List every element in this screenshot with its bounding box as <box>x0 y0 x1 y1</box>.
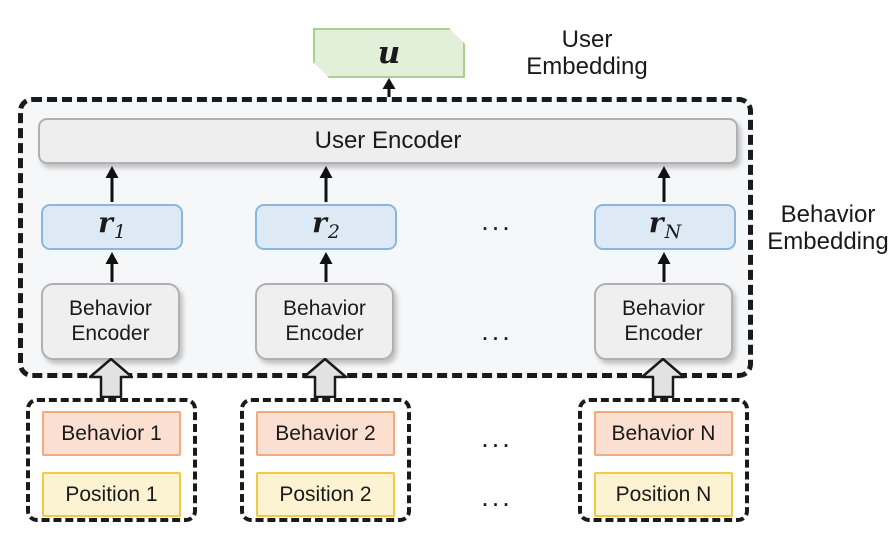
behavior-encoder-line2-1: Encoder <box>71 321 150 345</box>
behavior-embedding-subscript-2: 2 <box>327 221 340 243</box>
behavior-encoder-box-1: Behavior Encoder <box>41 283 180 360</box>
behavior-encoder-box-n: Behavior Encoder <box>594 283 733 360</box>
position-tag-label-n: Position N <box>615 482 712 506</box>
behavior-tag-2: Behavior 2 <box>256 411 395 456</box>
block-arrow-input-2 <box>303 358 347 398</box>
behavior-embedding-annotation: Behavior Embedding <box>767 201 889 255</box>
behavior-encoder-box-2: Behavior Encoder <box>255 283 394 360</box>
behavior-tag-label-n: Behavior N <box>611 421 716 445</box>
arrow-encoder1-to-r1 <box>101 252 123 282</box>
arrow-r2-to-user-encoder <box>315 166 337 202</box>
user-embedding-symbol: u <box>377 34 401 71</box>
behavior-encoder-line2-2: Encoder <box>285 321 364 345</box>
behavior-tag-1: Behavior 1 <box>42 411 181 456</box>
position-tag-2: Position 2 <box>256 472 395 517</box>
user-embedding-box: u <box>313 28 465 78</box>
behavior-embedding-symbol-n: r <box>648 206 664 239</box>
behavior-tag-n: Behavior N <box>594 411 733 456</box>
position-tag-1: Position 1 <box>42 472 181 517</box>
behavior-embedding-symbol-1: r <box>98 206 113 239</box>
input-group-2: Behavior 2 Position 2 <box>240 398 411 522</box>
behavior-embedding-subscript-1: 1 <box>113 221 126 243</box>
behavior-encoder-line1-2: Behavior <box>283 297 366 321</box>
behavior-tag-label-1: Behavior 1 <box>61 421 162 445</box>
position-tag-label-2: Position 2 <box>279 482 372 506</box>
arrow-encodern-to-rn <box>653 252 675 282</box>
arrow-rn-to-user-encoder <box>653 166 675 202</box>
behavior-encoder-line2-n: Encoder <box>624 321 703 345</box>
ellipsis-embedding-row: ... <box>481 206 513 236</box>
position-tag-label-1: Position 1 <box>65 482 158 506</box>
ellipsis-input-position-row: ... <box>481 482 513 512</box>
behavior-encoder-line1-1: Behavior <box>69 297 152 321</box>
user-embedding-annotation: User Embedding <box>526 26 648 80</box>
user-encoder-label: User Encoder <box>314 127 462 154</box>
behavior-encoder-line1-n: Behavior <box>622 297 705 321</box>
block-arrow-input-1 <box>89 358 133 398</box>
input-group-1: Behavior 1 Position 1 <box>26 398 197 522</box>
arrow-r1-to-user-encoder <box>101 166 123 202</box>
behavior-embedding-subscript-n: N <box>664 221 682 243</box>
behavior-embedding-symbol-2: r <box>312 206 327 239</box>
user-encoder-box: User Encoder <box>38 118 738 164</box>
arrow-encoder2-to-r2 <box>315 252 337 282</box>
position-tag-n: Position N <box>594 472 733 517</box>
behavior-tag-label-2: Behavior 2 <box>275 421 376 445</box>
ellipsis-input-behavior-row: ... <box>481 423 513 453</box>
input-group-n: Behavior N Position N <box>578 398 749 522</box>
ellipsis-encoder-row: ... <box>481 316 513 346</box>
block-arrow-input-n <box>641 358 685 398</box>
